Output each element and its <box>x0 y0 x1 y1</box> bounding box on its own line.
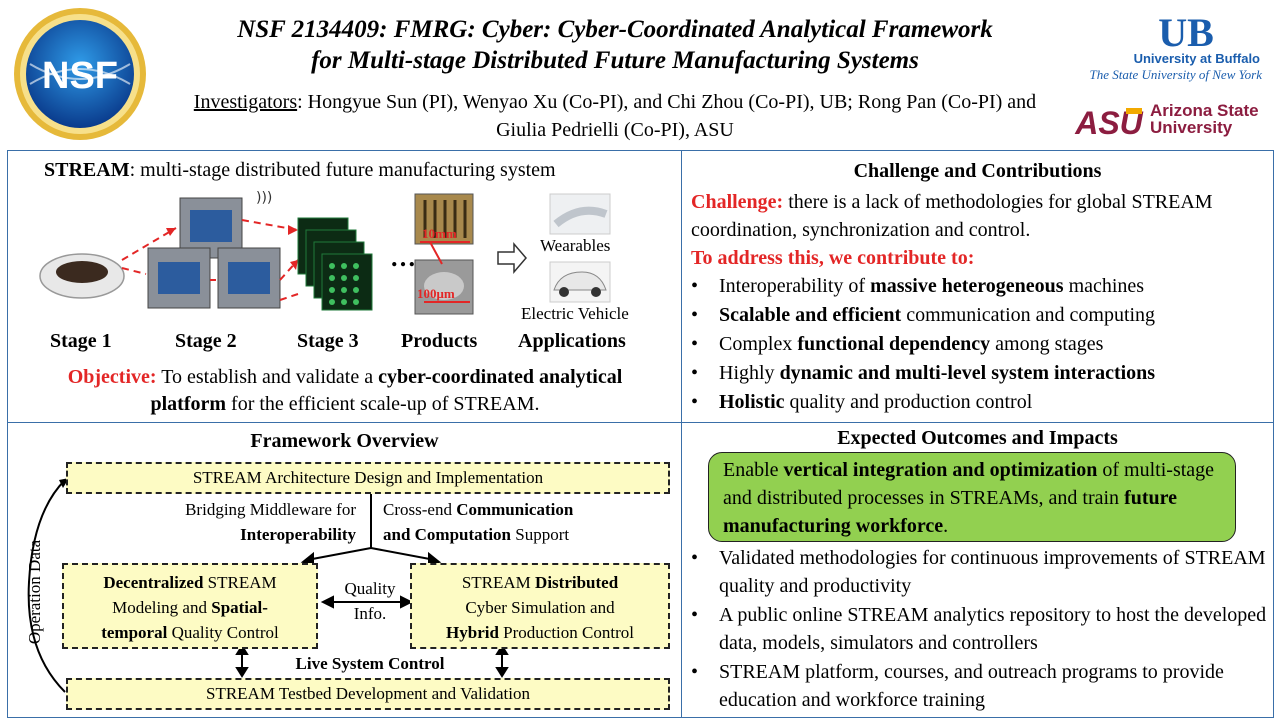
outcomes-list: Validated methodologies for continuous i… <box>689 544 1269 715</box>
live-control-label: Live System Control <box>295 654 445 673</box>
challenge-text: Challenge: there is a lack of methodolog… <box>691 188 1261 272</box>
asu-name: Arizona State University <box>1150 101 1259 137</box>
product-images: 10mm 100μm <box>414 193 474 315</box>
ub-name: University at Buffalo <box>1133 51 1260 66</box>
app-ev-label: Electric Vehicle <box>521 304 629 323</box>
framework-connectors <box>27 478 509 693</box>
list-item: Validated methodologies for continuous i… <box>689 544 1269 600</box>
contribute-heading: To address this, we contribute to: <box>691 247 975 269</box>
applications-label: Applications <box>518 330 626 352</box>
stage-3-label: Stage 3 <box>297 330 359 352</box>
list-item: Scalable and efficient communication and… <box>689 301 1269 330</box>
distributed-box: STREAM Distributed Cyber Simulation and … <box>410 563 670 649</box>
vertical-integration-box: Enable vertical integration and optimiza… <box>708 452 1236 542</box>
framework-heading: Framework Overview <box>250 430 439 452</box>
operation-data-label: Operation Data <box>25 539 44 645</box>
svg-text:UB: UB <box>1158 12 1214 55</box>
ub-subtitle: The State University of New York <box>1089 67 1263 82</box>
list-item: Highly dynamic and multi-level system in… <box>689 359 1269 388</box>
challenge-heading: Challenge and Contributions <box>853 160 1102 182</box>
list-item: Interoperability of massive heterogeneou… <box>689 272 1269 301</box>
application-images <box>549 193 611 303</box>
nsf-logo-text: NSF <box>42 55 118 97</box>
ub-logo: UB <box>1158 12 1214 55</box>
outcomes-heading: Expected Outcomes and Impacts <box>837 427 1118 449</box>
asu-logo: ASU <box>1074 105 1143 138</box>
decentralized-box: Decentralized STREAM Modeling and Spatia… <box>62 563 318 649</box>
stream-illustration: ))) … 10mm 100μm <box>39 190 611 315</box>
contribution-list: Interoperability of massive heterogeneou… <box>689 272 1269 417</box>
objective-text: Objective: To establish and validate a c… <box>67 366 623 415</box>
list-item: Complex functional dependency among stag… <box>689 330 1269 359</box>
stage-2-label: Stage 2 <box>175 330 237 352</box>
testbed-box: STREAM Testbed Development and Validatio… <box>66 678 670 710</box>
nsf-logo: NSF <box>14 8 146 140</box>
architecture-box: STREAM Architecture Design and Implement… <box>66 462 670 494</box>
powder-dish-image <box>39 253 125 299</box>
to-applications-arrow <box>497 241 527 275</box>
quality-info-label: Quality Info. <box>344 579 396 623</box>
products-label: Products <box>401 330 478 352</box>
svg-text:10mm: 10mm <box>422 226 457 241</box>
bridging-middleware-text: Bridging Middleware for Interoperability <box>185 500 356 544</box>
stage-1-label: Stage 1 <box>50 330 112 352</box>
list-item: STREAM platform, courses, and outreach p… <box>689 658 1269 714</box>
printed-sheets-image <box>297 217 373 311</box>
svg-text:100μm: 100μm <box>417 286 455 301</box>
machine-images: ))) <box>147 190 281 309</box>
cross-end-text: Cross-end Communication and Computation … <box>383 500 574 544</box>
outcomes-panel <box>681 422 1274 718</box>
list-item: Holistic quality and production control <box>689 388 1269 417</box>
stream-heading: STREAM: multi-stage distributed future m… <box>44 159 556 181</box>
page-title: NSF 2134409: FMRG: Cyber: Cyber-Coordina… <box>237 16 993 74</box>
investigators: Investigators: Hongyue Sun (PI), Wenyao … <box>193 91 1037 141</box>
flow-arrows <box>121 219 299 301</box>
list-item: A public online STREAM analytics reposit… <box>689 601 1269 657</box>
app-wearables-label: Wearables <box>540 236 611 255</box>
svg-text:…: … <box>390 243 416 272</box>
svg-text:))): ))) <box>256 190 272 206</box>
